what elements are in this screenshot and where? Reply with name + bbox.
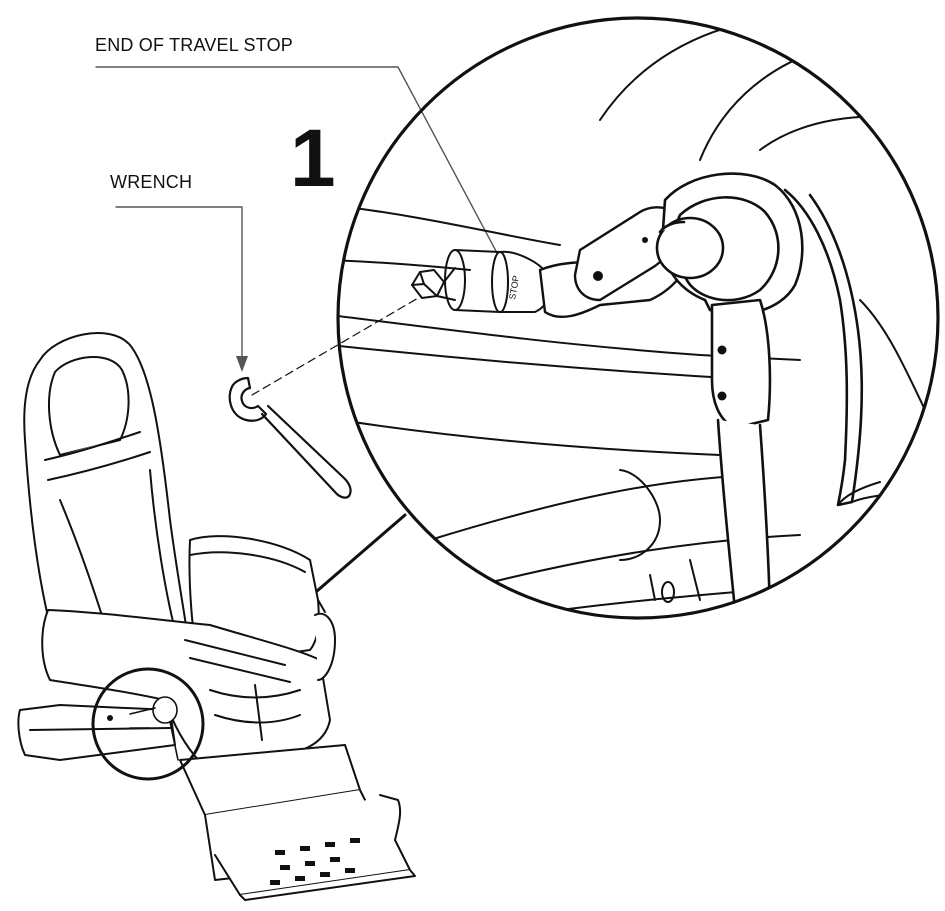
wrench-to-bolt-dashed-line [251, 293, 426, 396]
wrench-handle [260, 404, 352, 499]
stop-bolt [411, 267, 456, 301]
end-of-travel-stop: STOP [491, 250, 552, 313]
seat-base [17, 704, 176, 761]
fasteners [593, 237, 727, 401]
release-handle [783, 188, 864, 507]
cushion-outline [338, 204, 561, 246]
wrench-illustration [228, 376, 352, 499]
end-stop-leader-line [95, 66, 506, 269]
step-number: 1 [290, 113, 336, 204]
seat-footrest [214, 794, 411, 896]
magnifier-circle [336, 16, 940, 620]
wrench-head [228, 376, 268, 422]
pivot-assembly [655, 172, 804, 316]
end-of-travel-stop-label: END OF TRAVEL STOP [95, 35, 293, 55]
wrench-label: WRENCH [110, 172, 193, 192]
stop-marking-text: STOP [507, 275, 521, 301]
detail-location-circle [91, 667, 205, 781]
wrench-leader-line [115, 206, 243, 361]
wrench-arrowhead [236, 356, 248, 372]
magnified-detail: STOP [336, 16, 940, 620]
footrest-slots [270, 838, 360, 885]
